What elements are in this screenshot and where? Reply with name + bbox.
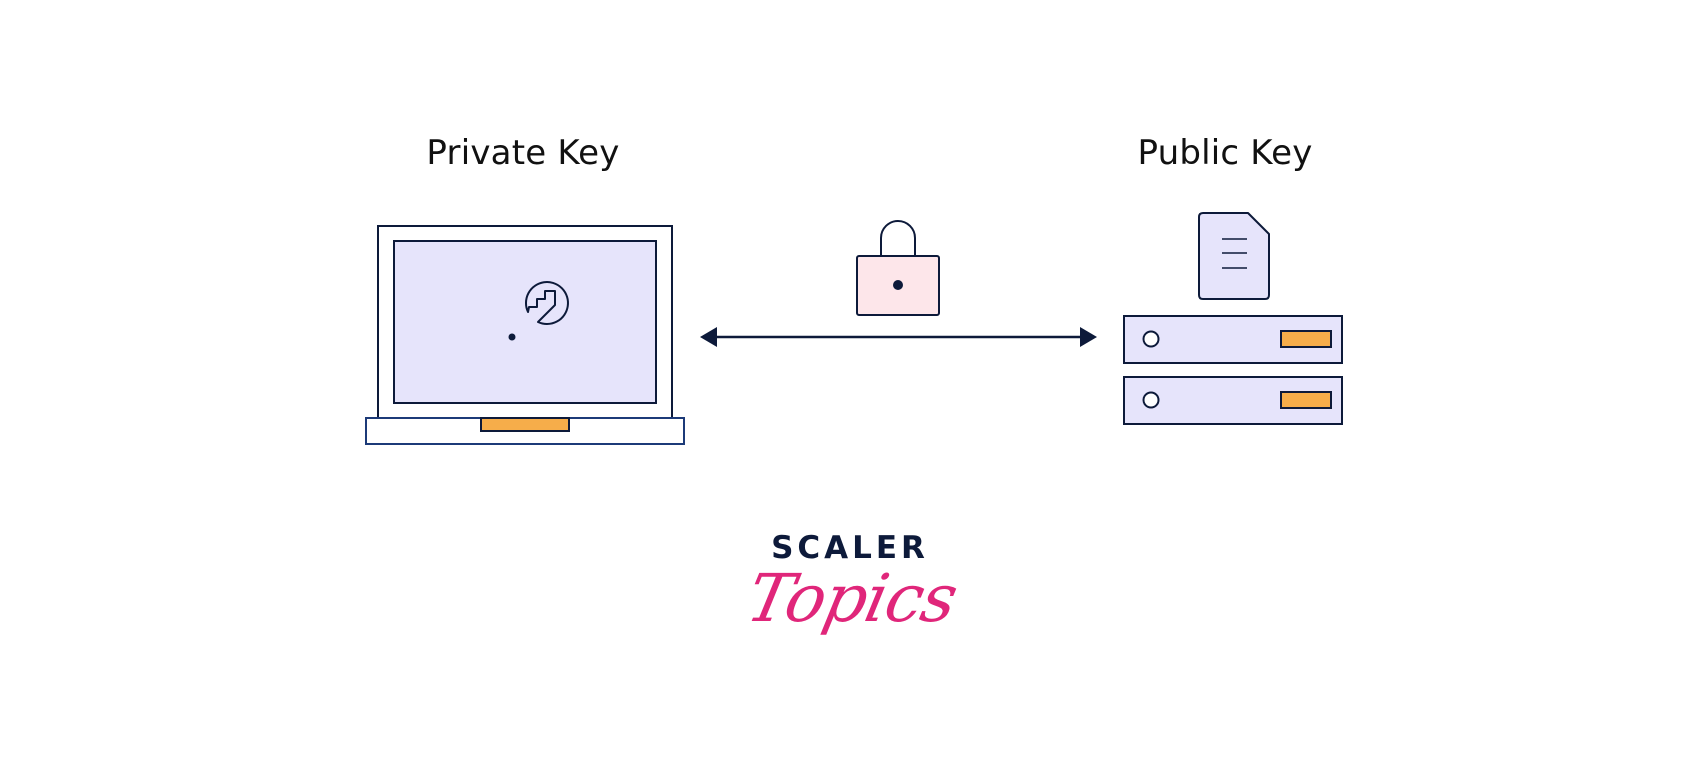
double-headed-arrow bbox=[700, 327, 1097, 347]
public-key-label: Public Key bbox=[1137, 133, 1313, 173]
scaler-topics-logo: SCALER Topics bbox=[0, 530, 1700, 680]
laptop-icon bbox=[365, 225, 685, 445]
key-icon bbox=[508, 281, 569, 341]
server-icon bbox=[1123, 315, 1343, 364]
brand-script-word: Topics bbox=[740, 560, 964, 637]
document-icon bbox=[1198, 212, 1270, 300]
laptop-screen bbox=[393, 240, 657, 404]
laptop-trackpad bbox=[480, 417, 570, 432]
padlock-icon bbox=[856, 220, 940, 316]
private-key-label: Private Key bbox=[426, 133, 620, 173]
brand-top-word: SCALER bbox=[771, 530, 929, 566]
server-icon bbox=[1123, 376, 1343, 425]
